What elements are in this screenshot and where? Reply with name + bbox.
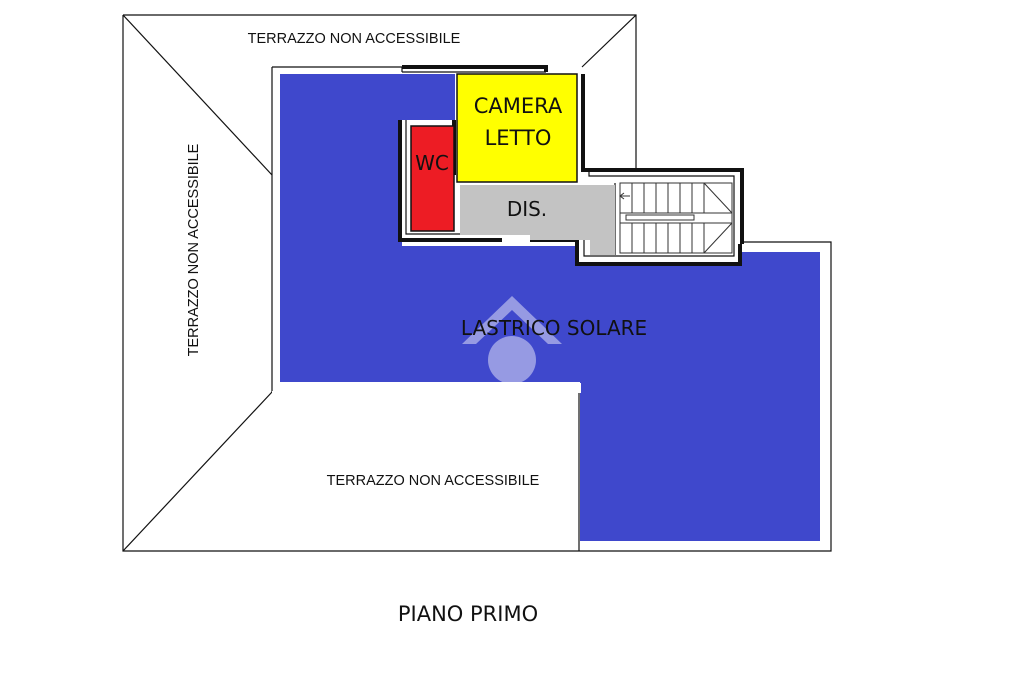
wc-room (411, 126, 454, 231)
dis-label: DIS. (507, 197, 547, 221)
terrace-top-label: TERRAZZO NON ACCESSIBILE (248, 31, 461, 47)
camera-label-line2: LETTO (485, 126, 552, 150)
terrace-parapet (272, 383, 581, 393)
logo-watermark-icon (462, 296, 562, 384)
roof-outline (122, 14, 832, 552)
terrace-left-label: TERRAZZO NON ACCESSIBILE (186, 143, 202, 356)
lastrico-solare-area (280, 74, 820, 541)
camera-letto-room (457, 74, 577, 182)
camera-label-line1: CAMERA (474, 94, 563, 118)
floor-title: PIANO PRIMO (398, 602, 538, 626)
staircase-icon (619, 182, 733, 254)
wc-label: WC (415, 151, 449, 175)
terrace-bottom-label: TERRAZZO NON ACCESSIBILE (327, 473, 540, 489)
dis-room (460, 185, 615, 255)
lastrico-label: LASTRICO SOLARE (461, 316, 647, 340)
